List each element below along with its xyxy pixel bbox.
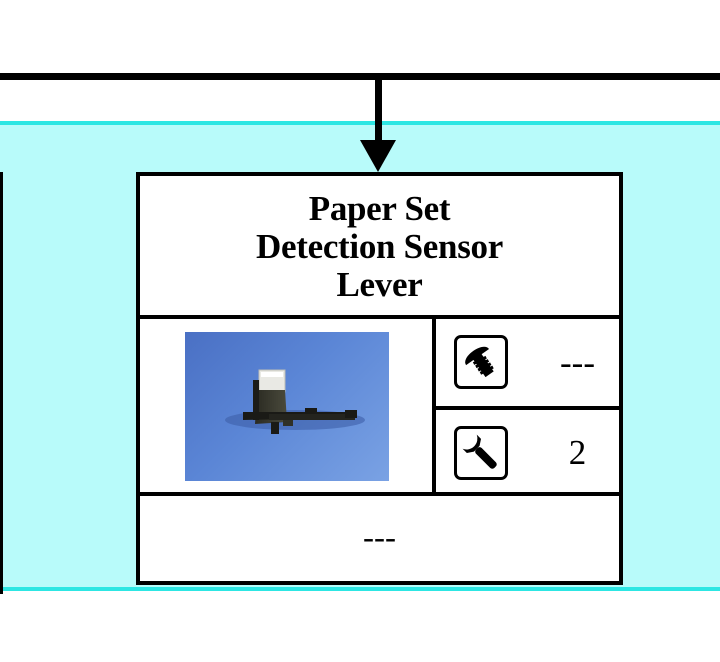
flow-arrow-head: [360, 140, 396, 172]
part-title-line: Lever: [336, 264, 423, 304]
part-title-line: Detection Sensor: [256, 226, 503, 266]
flow-connector-line: [0, 73, 720, 80]
part-title: Paper Set Detection Sensor Lever: [256, 188, 503, 304]
wrench-icon: [454, 426, 508, 480]
part-photo-cell: [140, 319, 436, 496]
band-bottom-edge: [0, 587, 720, 591]
screw-icon: [454, 335, 508, 389]
band-top-edge: [0, 121, 720, 125]
tool-row: 2: [436, 410, 619, 496]
flow-arrow-shaft: [375, 80, 382, 142]
part-title-cell: Paper Set Detection Sensor Lever: [140, 176, 619, 319]
screw-count-row: ---: [436, 319, 619, 410]
part-title-line: Paper Set: [308, 188, 451, 228]
tool-value: 2: [568, 433, 587, 472]
screw-count-value: ---: [560, 342, 595, 382]
part-photo: [185, 332, 389, 481]
adjacent-card-edge: [0, 172, 3, 594]
sensor-lever-image: [225, 369, 365, 434]
part-note-cell: ---: [140, 492, 619, 581]
part-card: Paper Set Detection Sensor Lever: [136, 172, 623, 585]
